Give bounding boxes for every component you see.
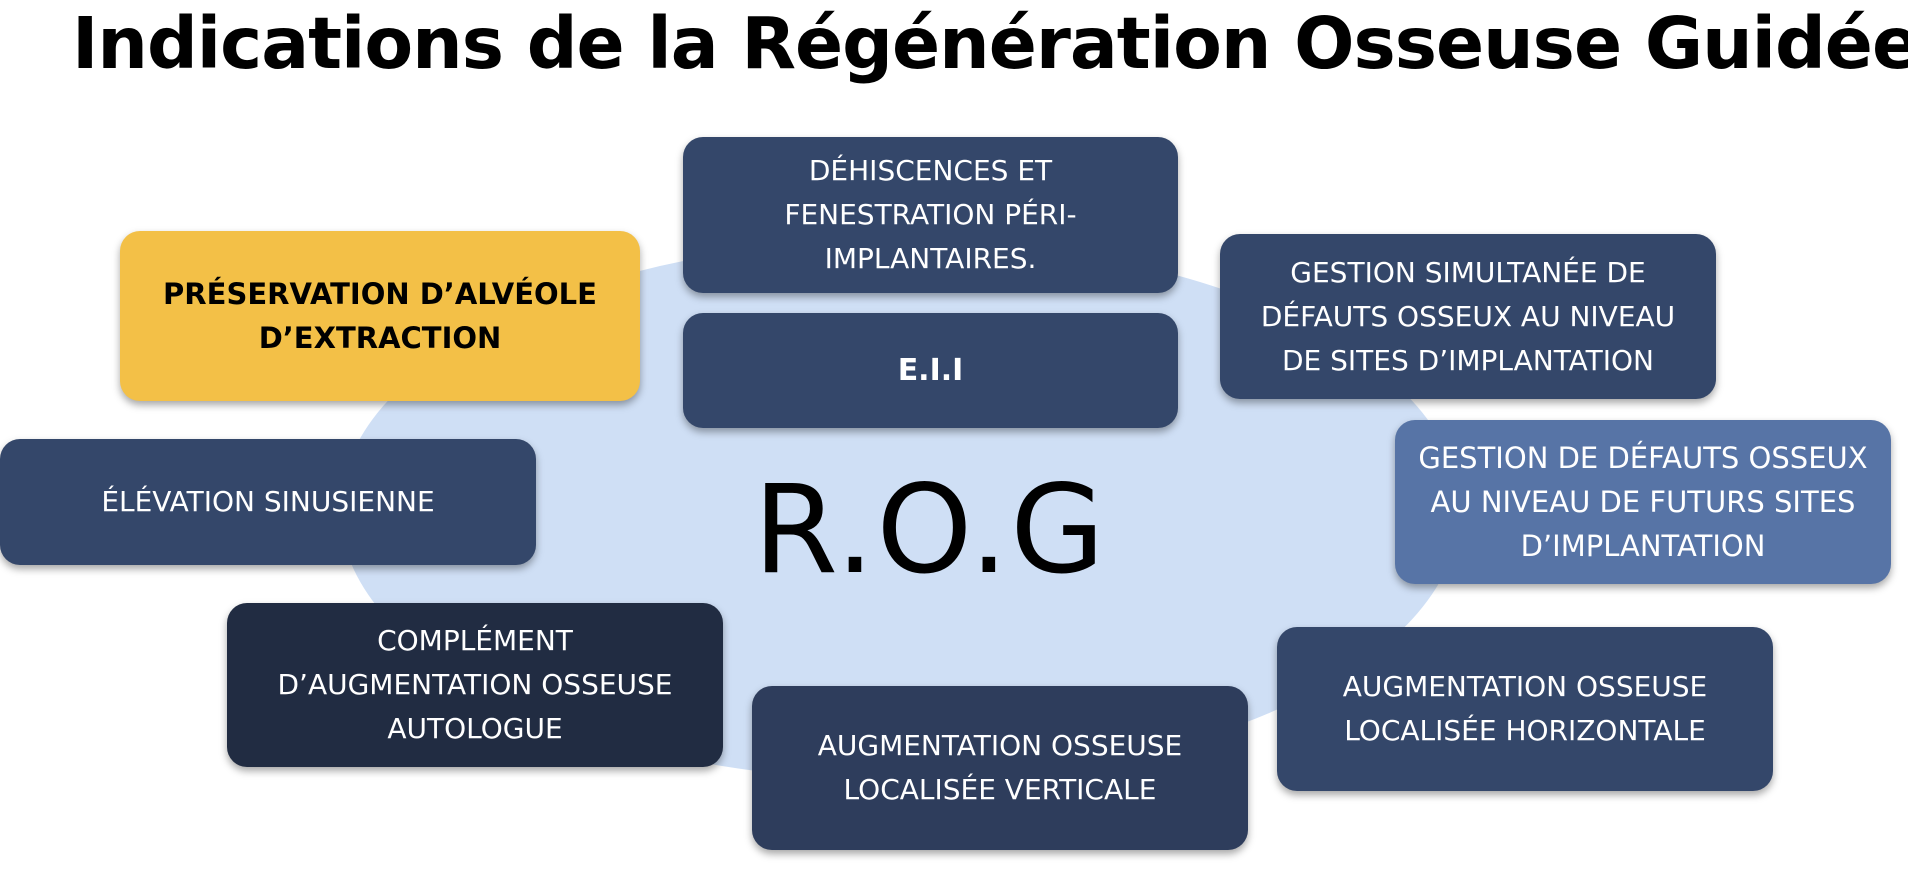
box-verticale-line: AUGMENTATION OSSEUSE (817, 729, 1183, 762)
box-futurs-line: GESTION DE DÉFAUTS OSSEUX (1418, 441, 1868, 475)
box-sinus-line: ÉLÉVATION SINUSIENNE (101, 485, 435, 518)
box-complement-autologue: COMPLÉMENT D’AUGMENTATION OSSEUSE AUTOLO… (227, 603, 723, 767)
box-futurs-line: D’IMPLANTATION (1520, 529, 1766, 563)
box-horizontale-line: LOCALISÉE HORIZONTALE (1344, 714, 1706, 747)
box-preservation-alveole: PRÉSERVATION D’ALVÉOLE D’EXTRACTION (120, 231, 640, 401)
box-gestion-simultanee: GESTION SIMULTANÉE DE DÉFAUTS OSSEUX AU … (1220, 234, 1716, 399)
box-augmentation-horizontale: AUGMENTATION OSSEUSE LOCALISÉE HORIZONTA… (1277, 627, 1773, 791)
box-preservation-line: PRÉSERVATION D’ALVÉOLE (163, 277, 597, 311)
box-futurs-line: AU NIVEAU DE FUTURS SITES (1430, 485, 1856, 519)
box-dehiscences: DÉHISCENCES ET FENESTRATION PÉRI- IMPLAN… (683, 137, 1178, 293)
box-autologue-line: AUTOLOGUE (387, 712, 563, 745)
box-dehiscences-line: FENESTRATION PÉRI- (784, 198, 1077, 231)
box-autologue-line: D’AUGMENTATION OSSEUSE (277, 668, 673, 701)
box-preservation-line: D’EXTRACTION (258, 321, 502, 355)
box-gestion-futurs-sites: GESTION DE DÉFAUTS OSSEUX AU NIVEAU DE F… (1395, 420, 1891, 584)
box-dehiscences-line: DÉHISCENCES ET (808, 154, 1053, 187)
box-eii-line: E.I.I (897, 352, 964, 388)
box-simultanee-line: DÉFAUTS OSSEUX AU NIVEAU (1260, 299, 1676, 333)
center-label: R.O.G (753, 459, 1107, 601)
box-elevation-sinusienne: ÉLÉVATION SINUSIENNE (0, 439, 536, 565)
box-horizontale-line: AUGMENTATION OSSEUSE (1342, 670, 1708, 703)
box-eii: E.I.I (683, 313, 1178, 428)
box-verticale-line: LOCALISÉE VERTICALE (843, 773, 1157, 806)
page-title: Indications de la Régénération Osseuse G… (72, 2, 1908, 85)
box-simultanee-line: GESTION SIMULTANÉE DE (1290, 255, 1646, 289)
box-augmentation-verticale: AUGMENTATION OSSEUSE LOCALISÉE VERTICALE (752, 686, 1248, 850)
box-simultanee-line: DE SITES D’IMPLANTATION (1281, 343, 1654, 377)
box-dehiscences-line: IMPLANTAIRES. (824, 242, 1037, 275)
box-autologue-line: COMPLÉMENT (377, 624, 573, 657)
